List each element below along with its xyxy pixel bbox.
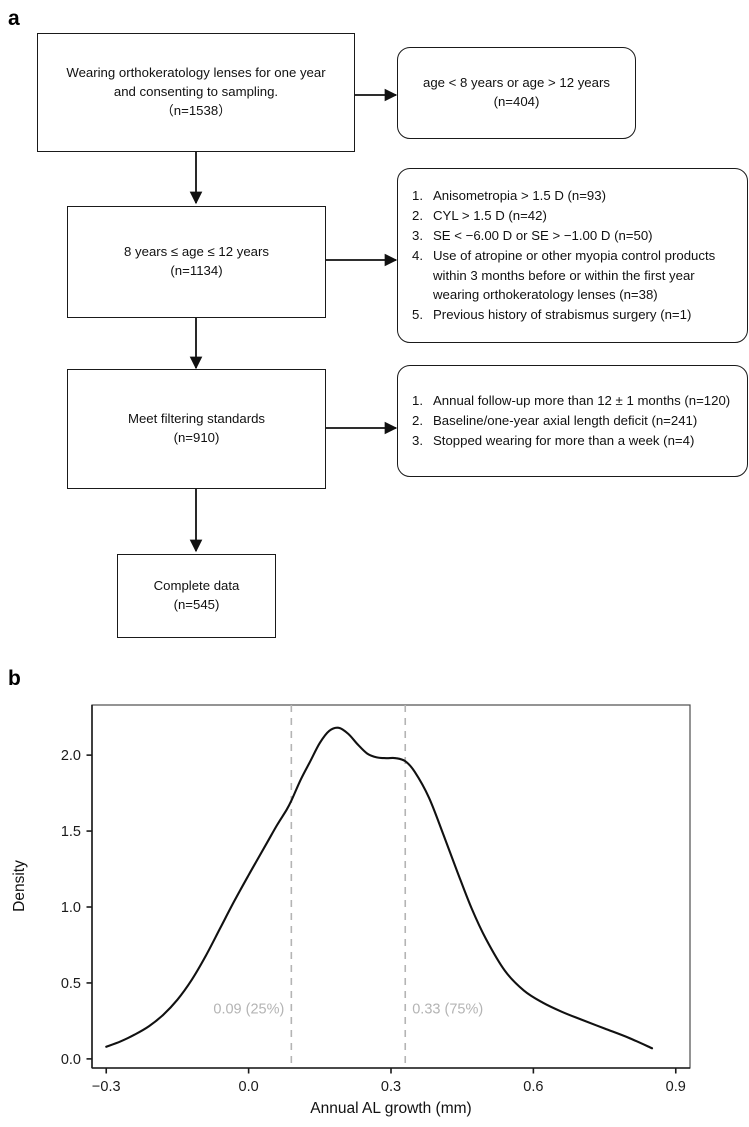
panel-a-label: a	[8, 7, 20, 30]
x-tick-label: −0.3	[92, 1079, 121, 1095]
y-tick-label: 0.5	[61, 976, 81, 992]
criteria-exclusion-box: 1.Anisometropia > 1.5 D (n=93) 2.CYL > 1…	[397, 168, 748, 343]
x-tick-label: 0.9	[666, 1079, 686, 1095]
filtering-standards-line-2: (n=910)	[173, 430, 220, 445]
list-item: 1.Anisometropia > 1.5 D (n=93)	[412, 188, 606, 203]
enrollment-line-1: Wearing orthokeratology lenses for one y…	[66, 65, 326, 81]
x-tick-label: 0.3	[381, 1079, 401, 1095]
density-plot-panel: −0.3 0.0 0.3 0.6 0.9 0.0 0.5 1.0 1.5 2.0 0.09 (2…	[0, 660, 749, 1127]
list-item: 5.Previous history of strabismus surgery…	[412, 306, 692, 322]
filtering-standards-line-1: Meet filtering standards	[127, 411, 266, 427]
x-tick-label: 0.0	[239, 1079, 259, 1095]
study-flowchart: Wearing orthokeratology lenses for one y…	[37, 33, 748, 638]
enrollment-box: Wearing orthokeratology lenses for one y…	[37, 33, 355, 152]
list-item: 4.Use of atropine or other myopia contro…	[412, 248, 716, 302]
y-tick-label: 0.0	[61, 1052, 81, 1068]
quantile-lines	[290, 705, 407, 1068]
followup-exclusion-list: 1.Annual follow-up more than 12 ± 1 mont…	[412, 391, 730, 451]
x-tick-label: 0.6	[523, 1079, 543, 1095]
density-plot: −0.3 0.0 0.3 0.6 0.9 0.0 0.5 1.0 1.5 2.0 0.09 (2…	[11, 704, 691, 1117]
y-tick-label: 1.5	[61, 824, 81, 840]
age-exclusion-box: age < 8 years or age > 12 years (n=404)	[397, 47, 636, 139]
list-item: 1.Annual follow-up more than 12 ± 1 mont…	[412, 392, 731, 408]
age-exclusion-line-1: age < 8 years or age > 12 years	[423, 75, 610, 91]
density-curve	[105, 726, 654, 1050]
followup-exclusion-box: 1.Annual follow-up more than 12 ± 1 mont…	[397, 365, 748, 477]
q25-line-label: 0.09 (25%)	[213, 1001, 284, 1017]
complete-data-line-1: Complete data	[153, 578, 240, 594]
quantile-labels: 0.09 (25%) 0.33 (75%)	[213, 1001, 483, 1017]
age-eligible-line-1: 8 years ≤ age ≤ 12 years	[124, 244, 269, 260]
y-tick-label: 1.0	[61, 900, 81, 916]
x-axis: −0.3 0.0 0.3 0.6 0.9	[92, 1067, 690, 1095]
list-item: 3.Stopped wearing for more than a week (…	[412, 433, 695, 449]
age-exclusion-line-2: (n=404)	[493, 94, 540, 109]
x-axis-title: Annual AL growth (mm)	[310, 1100, 471, 1117]
list-item: 2.CYL > 1.5 D (n=42)	[412, 208, 547, 224]
enrollment-line-3: （n=1538）	[160, 102, 232, 118]
y-tick-label: 2.0	[61, 748, 81, 764]
complete-data-line-2: (n=545)	[173, 597, 220, 612]
panel-b-label: b	[8, 667, 21, 690]
list-item: 3.SE < −6.00 D or SE > −1.00 D (n=50)	[412, 228, 653, 244]
criteria-exclusion-list: 1.Anisometropia > 1.5 D (n=93) 2.CYL > 1…	[412, 186, 737, 325]
filtering-standards-box: Meet filtering standards (n=910)	[67, 369, 326, 489]
enrollment-line-2: and consenting to sampling.	[113, 84, 279, 100]
complete-data-box: Complete data (n=545)	[117, 554, 276, 638]
y-axis-title: Density	[11, 860, 28, 912]
y-axis: 0.0 0.5 1.0 1.5 2.0	[61, 705, 93, 1068]
age-eligible-box: 8 years ≤ age ≤ 12 years (n=1134)	[67, 206, 326, 318]
age-eligible-line-2: (n=1134)	[170, 263, 223, 278]
q75-line-label: 0.33 (75%)	[412, 1001, 483, 1017]
list-item: 2.Baseline/one-year axial length deficit…	[412, 412, 698, 428]
plot-frame	[91, 704, 691, 1069]
